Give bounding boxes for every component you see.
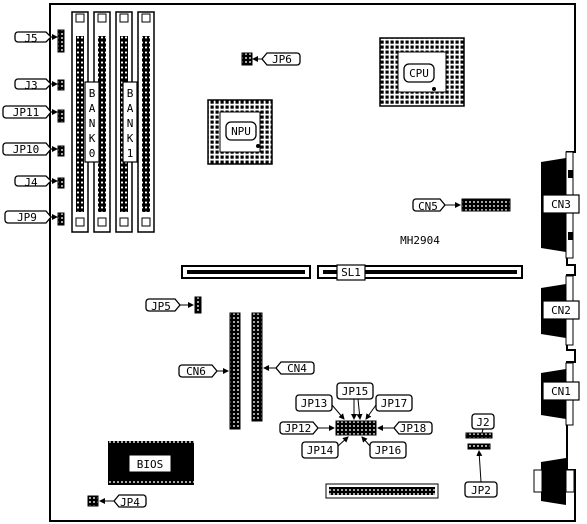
svg-text:A: A bbox=[127, 102, 134, 115]
svg-text:CN6: CN6 bbox=[186, 365, 206, 378]
label-jp17: JP17 bbox=[365, 394, 413, 420]
header-cn6: CN6 bbox=[178, 312, 241, 430]
connector-cn1: CN1 bbox=[541, 362, 580, 426]
bank0-label: B A N K 0 bbox=[84, 81, 100, 163]
svg-text:JP5: JP5 bbox=[151, 300, 171, 313]
label-jp15: JP15 bbox=[336, 382, 374, 420]
svg-text:CPU: CPU bbox=[409, 67, 429, 80]
label-j5: J5 bbox=[14, 31, 58, 45]
cpu-chip: CPU bbox=[379, 37, 465, 107]
bottom-connector bbox=[325, 483, 439, 499]
svg-text:J3: J3 bbox=[24, 79, 37, 92]
connector-cn3: CN3 bbox=[541, 151, 580, 259]
npu-chip: NPU bbox=[207, 99, 273, 165]
svg-text:CN3: CN3 bbox=[551, 198, 571, 211]
svg-text:JP6: JP6 bbox=[272, 53, 292, 66]
svg-text:0: 0 bbox=[89, 147, 96, 160]
jumper-cluster bbox=[335, 420, 377, 436]
header-cn4: CN4 bbox=[251, 312, 315, 422]
svg-text:B: B bbox=[127, 87, 134, 100]
svg-text:N: N bbox=[89, 117, 96, 130]
connector-cn2: CN2 bbox=[541, 275, 580, 346]
svg-text:JP13: JP13 bbox=[301, 397, 328, 410]
bios-chip: BIOS bbox=[108, 441, 194, 485]
svg-text:B: B bbox=[89, 87, 96, 100]
svg-text:CN1: CN1 bbox=[551, 385, 571, 398]
svg-text:NPU: NPU bbox=[231, 125, 251, 138]
label-jp14: JP14 bbox=[301, 436, 349, 459]
svg-text:J4: J4 bbox=[24, 176, 38, 189]
svg-text:JP14: JP14 bbox=[307, 444, 334, 457]
svg-text:JP10: JP10 bbox=[13, 143, 40, 156]
svg-text:J5: J5 bbox=[24, 32, 37, 45]
svg-text:A: A bbox=[89, 102, 96, 115]
svg-text:JP17: JP17 bbox=[381, 397, 408, 410]
svg-text:JP4: JP4 bbox=[120, 496, 140, 509]
svg-text:K: K bbox=[127, 132, 134, 145]
left-jumpers bbox=[57, 29, 65, 226]
header-cn5: CN5 bbox=[412, 198, 511, 213]
svg-text:JP9: JP9 bbox=[17, 211, 37, 224]
simm-slots bbox=[71, 11, 155, 233]
jumper-jp5: JP5 bbox=[145, 296, 202, 314]
jumper-jp4: JP4 bbox=[87, 494, 147, 509]
label-jp2: JP2 bbox=[464, 450, 498, 498]
label-jp10: JP10 bbox=[2, 142, 58, 156]
label-j2: J2 bbox=[471, 413, 495, 434]
label-jp12: JP12 bbox=[279, 421, 335, 435]
svg-text:JP18: JP18 bbox=[400, 422, 427, 435]
label-jp11: JP11 bbox=[2, 105, 58, 119]
svg-text:CN5: CN5 bbox=[418, 200, 438, 213]
svg-text:JP11: JP11 bbox=[13, 106, 40, 119]
label-jp18: JP18 bbox=[377, 421, 433, 435]
label-jp13: JP13 bbox=[295, 394, 345, 420]
svg-text:JP15: JP15 bbox=[342, 385, 369, 398]
svg-text:1: 1 bbox=[127, 147, 134, 160]
jumper-j2-jp2 bbox=[465, 432, 493, 450]
svg-text:JP12: JP12 bbox=[285, 422, 312, 435]
keyboard-connector bbox=[533, 458, 575, 505]
svg-text:JP2: JP2 bbox=[471, 484, 491, 497]
label-jp16: JP16 bbox=[361, 436, 407, 459]
svg-text:CN2: CN2 bbox=[551, 304, 571, 317]
label-jp9: JP9 bbox=[4, 210, 58, 224]
svg-text:BIOS: BIOS bbox=[137, 458, 164, 471]
expansion-slots: SL1 bbox=[181, 264, 523, 281]
svg-text:N: N bbox=[127, 117, 134, 130]
jumper-jp6: JP6 bbox=[241, 52, 301, 66]
svg-text:CN4: CN4 bbox=[287, 362, 307, 375]
label-j4: J4 bbox=[14, 175, 58, 189]
bank1-label: B A N K 1 bbox=[122, 81, 138, 163]
svg-text:JP16: JP16 bbox=[375, 444, 402, 457]
svg-text:K: K bbox=[89, 132, 96, 145]
label-j3: J3 bbox=[14, 78, 58, 92]
model-label: MH2904 bbox=[400, 234, 440, 247]
svg-text:SL1: SL1 bbox=[341, 266, 361, 279]
svg-text:J2: J2 bbox=[476, 416, 489, 429]
